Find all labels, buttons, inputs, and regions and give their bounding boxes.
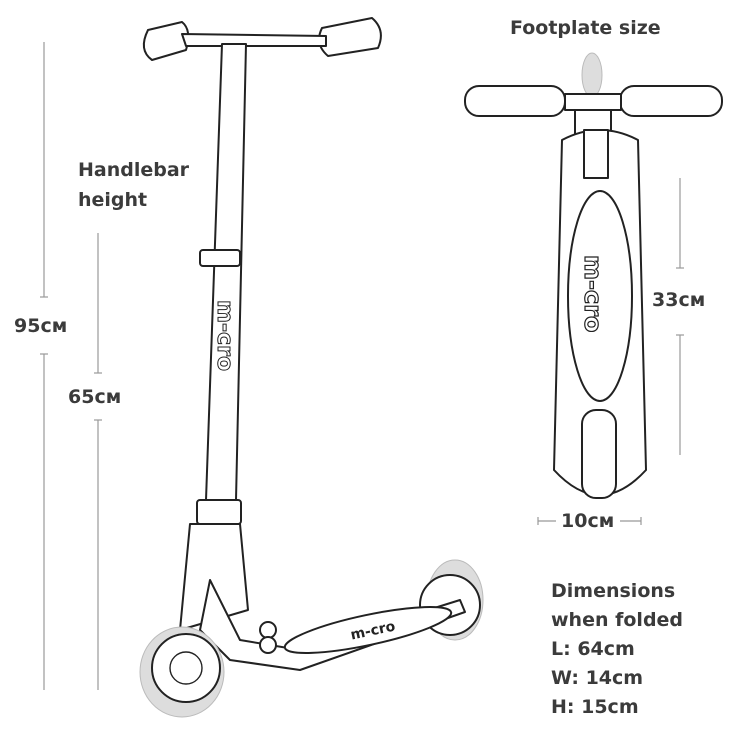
folded-height: H: 15cm — [551, 696, 639, 718]
handlebar-height-title-line1: Handlebar — [78, 159, 190, 181]
min-height-dimension-line — [94, 233, 102, 690]
footplate-size-title: Footplate size — [510, 17, 661, 39]
scooter-side-view: m-cro m-cro — [139, 17, 484, 718]
folded-title-line1: Dimensions — [551, 580, 676, 602]
footplate-length-label: 33см — [652, 289, 706, 311]
footplate-logo: m-cro — [579, 255, 607, 333]
folded-title-line2: when folded — [551, 609, 684, 631]
folded-length: L: 64cm — [551, 638, 635, 660]
scooter-front-view: m-cro — [464, 52, 723, 499]
folded-width: W: 14cm — [551, 667, 644, 689]
min-height-label: 65см — [68, 386, 122, 408]
footplate-width-label: 10см — [561, 510, 615, 532]
max-height-dimension-line — [40, 42, 48, 690]
footplate-length-dimension-line — [676, 178, 684, 455]
stem-logo: m-cro — [212, 300, 237, 371]
footplate-width-dimension-line — [537, 517, 642, 525]
max-height-label: 95см — [14, 315, 68, 337]
handlebar-height-title-line2: height — [78, 189, 148, 211]
